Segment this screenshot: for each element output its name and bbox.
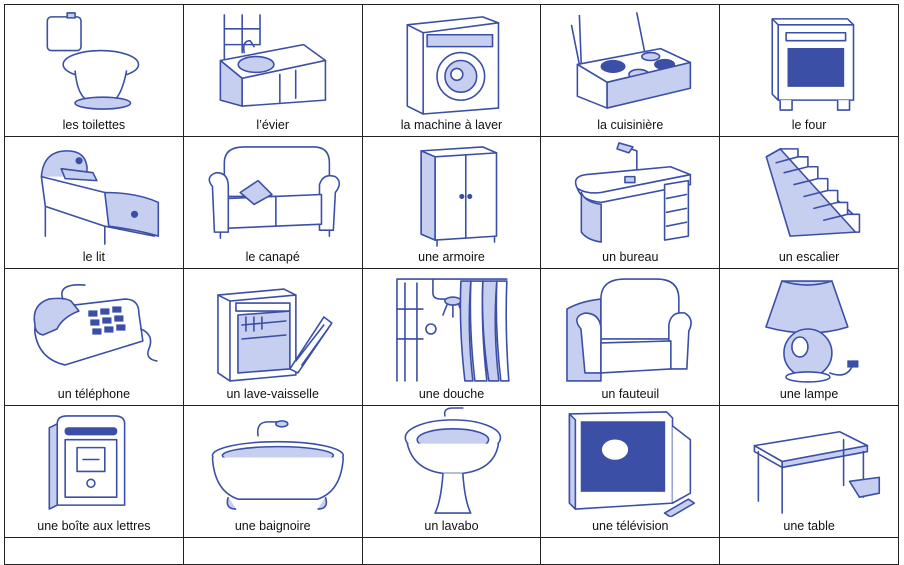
item-label: la cuisinière	[597, 118, 664, 132]
item-label: un bureau	[602, 250, 659, 264]
shower-icon	[395, 278, 510, 382]
item-label: la machine à laver	[400, 118, 503, 132]
card-sink: l’évier	[183, 5, 363, 137]
card-bed: le lit	[5, 137, 184, 269]
item-label: une boîte aux lettres	[37, 519, 151, 533]
television-icon	[569, 411, 696, 517]
table-icon	[753, 430, 881, 514]
item-label: une télévision	[592, 519, 669, 533]
item-label: une baignoire	[234, 519, 311, 533]
card-oven: le four	[720, 5, 899, 137]
card-cut-off	[183, 538, 363, 565]
card-wardrobe: une armoire	[362, 137, 542, 269]
wardrobe-icon	[419, 146, 497, 247]
sink-icon	[219, 14, 327, 107]
item-label: un escalier	[778, 250, 840, 264]
item-label: un fauteuil	[601, 387, 660, 401]
card-shower: une douche	[362, 269, 542, 406]
card-armchair: un fauteuil	[541, 269, 721, 406]
card-cut-off	[362, 538, 542, 565]
oven-icon	[771, 18, 855, 111]
card-stairs: un escalier	[720, 137, 899, 269]
mailbox-icon	[48, 415, 126, 510]
desk-icon	[575, 142, 692, 243]
dishwasher-icon	[216, 288, 333, 382]
bed-icon	[40, 150, 160, 245]
card-mailbox: une boîte aux lettres	[5, 406, 184, 538]
item-label: une armoire	[418, 250, 485, 264]
card-toilet: les toilettes	[5, 5, 184, 137]
item-label: un téléphone	[57, 387, 131, 401]
sofa-icon	[208, 146, 340, 239]
armchair-icon	[566, 278, 693, 382]
stairs-icon	[765, 148, 861, 237]
card-stove: la cuisinière	[541, 5, 721, 137]
telephone-icon	[33, 284, 158, 366]
card-washbasin: un lavabo	[362, 406, 542, 538]
card-desk: un bureau	[541, 137, 721, 269]
washing-machine-icon	[406, 16, 499, 115]
item-label: les toilettes	[62, 118, 126, 132]
item-label: le lit	[82, 250, 106, 264]
card-bathtub: une baignoire	[183, 406, 363, 538]
item-label: l’évier	[256, 118, 290, 132]
card-table: une table	[720, 406, 899, 538]
item-label: une lampe	[779, 387, 839, 401]
item-label: une table	[783, 519, 835, 533]
stove-icon	[571, 12, 692, 109]
washbasin-icon	[404, 407, 501, 514]
card-cut-off	[720, 538, 899, 565]
card-dishwasher: un lave-vaisselle	[183, 269, 363, 406]
item-label: un lave-vaisselle	[226, 387, 319, 401]
item-label: le four	[791, 118, 827, 132]
card-lamp: une lampe	[720, 269, 899, 406]
card-cut-off	[541, 538, 721, 565]
card-washing-machine: la machine à laver	[362, 5, 542, 137]
card-cut-off	[5, 538, 184, 565]
card-telephone: un téléphone	[5, 269, 184, 406]
card-sofa: le canapé	[183, 137, 363, 269]
lamp-icon	[765, 280, 859, 383]
item-label: le canapé	[245, 250, 300, 264]
item-label: une douche	[418, 387, 485, 401]
card-television: une télévision	[541, 406, 721, 538]
bathtub-icon	[211, 420, 344, 510]
item-label: un lavabo	[424, 519, 479, 533]
toilet-icon	[46, 12, 140, 110]
vocabulary-grid: les toilettes l’évier la machine à laver	[4, 4, 899, 565]
